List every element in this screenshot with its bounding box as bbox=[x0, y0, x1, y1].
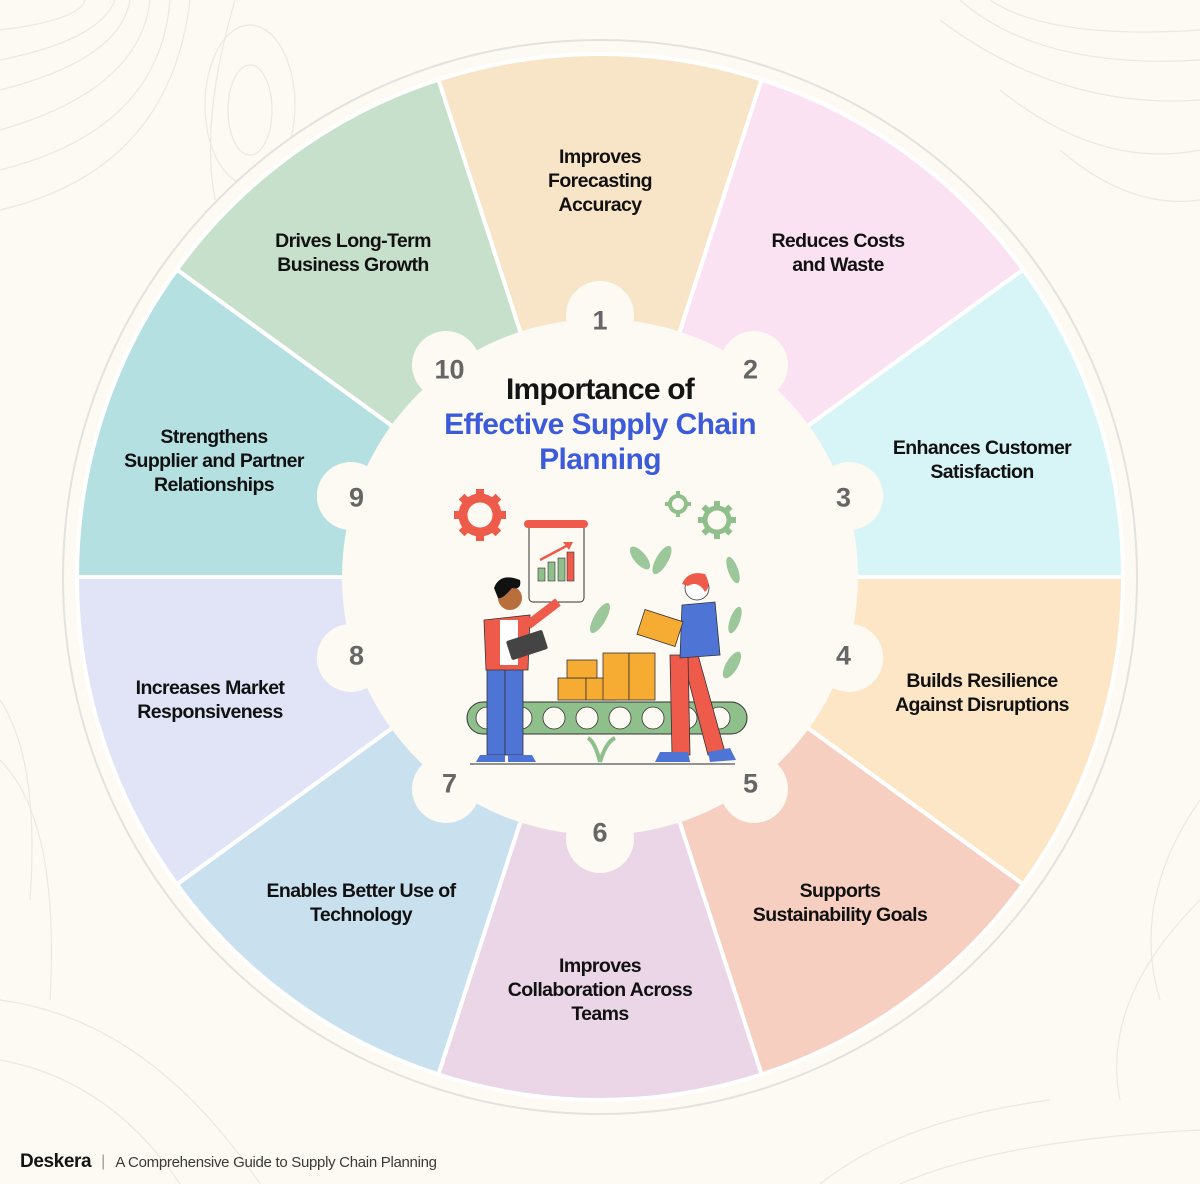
segment-label-10: Drives Long-Term Business Growth bbox=[275, 230, 431, 276]
number-badge-3 bbox=[815, 462, 884, 531]
number-badge-7 bbox=[412, 754, 481, 823]
badge-number-8: 8 bbox=[349, 640, 365, 671]
badge-number-10: 10 bbox=[434, 354, 465, 385]
segment-label-9: Strengthens Supplier and Partner Relatio… bbox=[124, 426, 304, 496]
badge-number-3: 3 bbox=[835, 482, 851, 513]
number-badge-6 bbox=[566, 805, 634, 873]
title-line-1: Importance of bbox=[506, 373, 695, 406]
center-title: Importance of Effective Supply Chain Pla… bbox=[390, 372, 810, 477]
footer-subtitle: A Comprehensive Guide to Supply Chain Pl… bbox=[115, 1153, 437, 1171]
badge-number-7: 7 bbox=[442, 768, 458, 799]
small-green-gear-icon bbox=[665, 491, 691, 517]
badge-number-6: 6 bbox=[592, 817, 608, 848]
segment-label-6: Improves Collaboration Across Teams bbox=[507, 955, 693, 1025]
segment-label-3: Enhances Customer Satisfaction bbox=[892, 437, 1072, 483]
segment-label-2: Reduces Costs and Waste bbox=[771, 230, 905, 276]
supply-chain-illustration bbox=[454, 489, 748, 765]
badge-number-2: 2 bbox=[742, 354, 758, 385]
number-badge-5 bbox=[719, 754, 788, 823]
number-badge-8 bbox=[316, 623, 385, 692]
red-gear-icon bbox=[454, 489, 506, 541]
segment-label-4: Builds Resilience Against Disruptions bbox=[895, 670, 1069, 716]
badge-number-4: 4 bbox=[835, 640, 851, 671]
number-badge-1 bbox=[566, 281, 634, 349]
segment-label-7: Enables Better Use of Technology bbox=[266, 880, 457, 926]
growth-chart-board-icon bbox=[524, 520, 588, 603]
boxes-icon bbox=[557, 652, 656, 701]
number-badge-9 bbox=[316, 462, 385, 531]
worker-carrying-box-icon bbox=[636, 573, 736, 762]
brand-logo: Deskera bbox=[20, 1151, 92, 1172]
title-line-2: Effective Supply Chain Planning bbox=[444, 408, 756, 476]
sprout-icon bbox=[586, 736, 616, 763]
footer: Deskera | A Comprehensive Guide to Suppl… bbox=[20, 1151, 437, 1173]
footer-separator: | bbox=[101, 1153, 106, 1170]
badge-number-5: 5 bbox=[742, 768, 758, 799]
segment-label-8: Increases Market Responsiveness bbox=[135, 677, 285, 723]
large-green-gear-icon bbox=[698, 501, 736, 539]
badge-number-1: 1 bbox=[592, 305, 608, 336]
segment-label-1: Improves Forecasting Accuracy bbox=[548, 146, 653, 216]
segment-label-5: Supports Sustainability Goals bbox=[752, 880, 928, 926]
badge-number-9: 9 bbox=[349, 482, 365, 513]
worker-with-tablet-icon bbox=[476, 577, 561, 762]
leaf-icons bbox=[590, 545, 742, 679]
number-badge-4 bbox=[815, 623, 884, 692]
number-badge-10 bbox=[412, 331, 481, 400]
number-badge-2 bbox=[719, 331, 788, 400]
